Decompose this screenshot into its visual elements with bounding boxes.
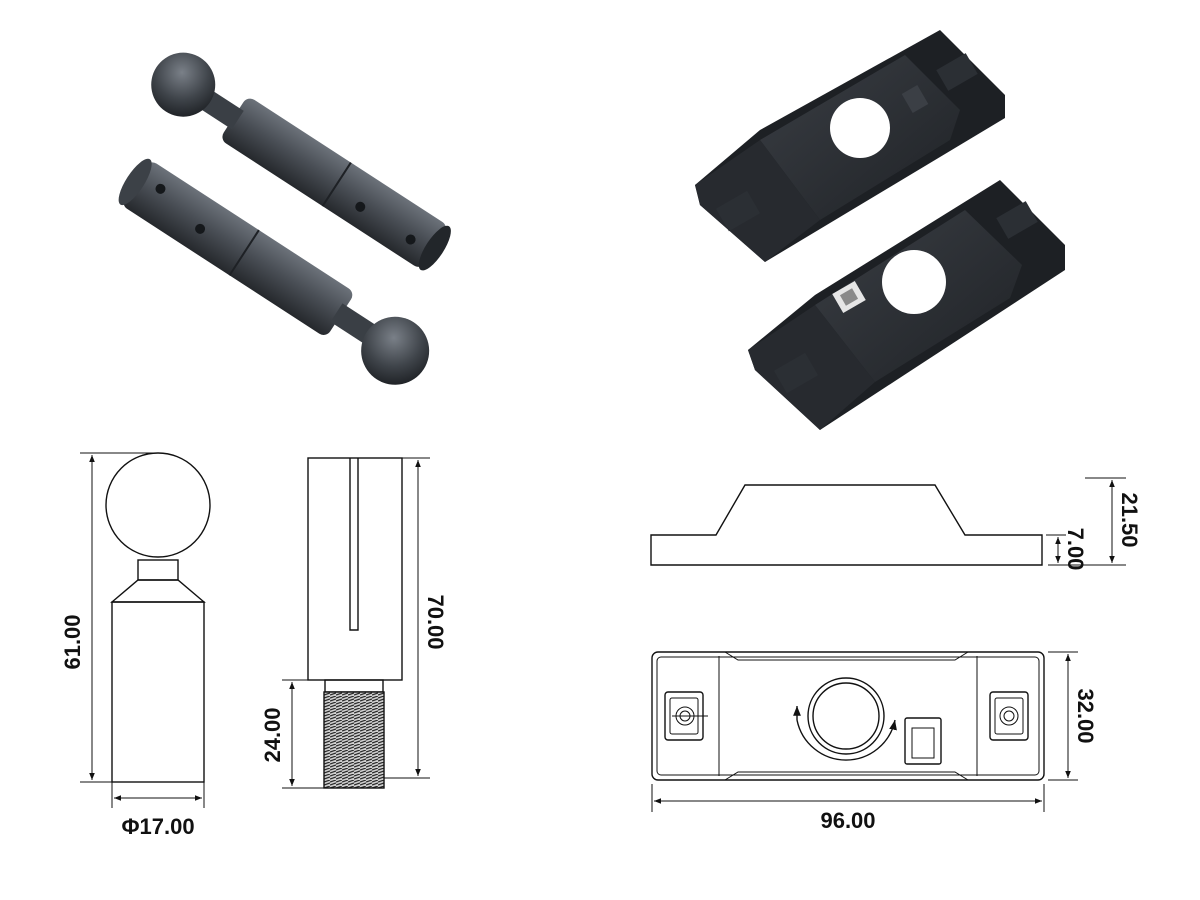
base-side-outline [650, 484, 1043, 566]
socket-square [904, 717, 942, 765]
ball-outline [105, 452, 211, 558]
slotted-rod-drawing: 70.00 24.00 [260, 457, 448, 789]
body-outline [111, 601, 205, 783]
ball-height-label: 61.00 [60, 614, 85, 669]
base-height-label: 21.50 [1117, 492, 1142, 547]
base-block-lower [748, 180, 1065, 430]
base-block-upper [695, 30, 1005, 262]
rod-body-outline [307, 457, 403, 681]
ball-diameter-label: Φ17.00 [121, 814, 194, 839]
thread-collar [324, 679, 384, 693]
ball-stud-drawing: 61.00 Φ17.00 [60, 452, 211, 839]
rotation-arrow-icon [796, 719, 897, 761]
ball-rod-photo [118, 52, 451, 385]
base-top-outline [651, 651, 1045, 781]
base-side-drawing: 21.50 7.00 [650, 477, 1142, 571]
base-length-label: 96.00 [820, 808, 875, 833]
left-mount-pad [664, 691, 708, 741]
thread-section [323, 691, 385, 789]
neck-outline [137, 559, 179, 581]
taper-outline [110, 579, 206, 603]
right-mount-pad [989, 691, 1029, 741]
base-block-photo [695, 30, 1065, 430]
center-hole [793, 677, 897, 761]
ball-rod-upper [151, 52, 451, 271]
rod-slot-outline [349, 458, 359, 631]
ball-rod-lower [118, 158, 430, 385]
thread-length-label: 24.00 [260, 707, 285, 762]
slot-height-label: 70.00 [423, 594, 448, 649]
base-width-label: 32.00 [1073, 688, 1098, 743]
base-top-drawing: 32.00 96.00 [651, 651, 1098, 833]
base-flange-label: 7.00 [1063, 528, 1088, 571]
